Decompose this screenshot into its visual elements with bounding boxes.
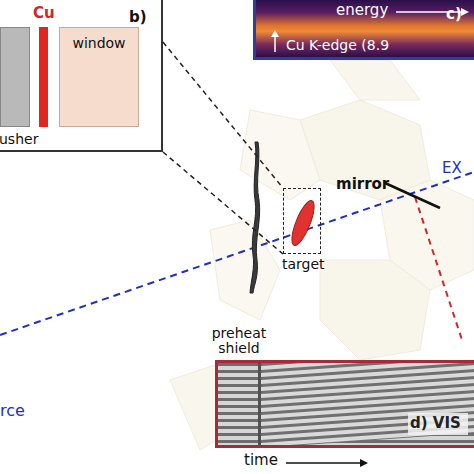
window-layer: window bbox=[59, 27, 139, 127]
visar-fringes bbox=[218, 363, 474, 448]
target-box: target bbox=[283, 188, 321, 254]
time-arrow bbox=[286, 462, 360, 464]
inset-b-frame: b)usherCuwindow bbox=[0, 0, 163, 152]
node-text: usher bbox=[0, 132, 38, 147]
node-text: d) VIS bbox=[410, 415, 461, 432]
node-text: c) bbox=[446, 6, 462, 23]
node-text: target bbox=[282, 257, 325, 272]
node-text: window bbox=[60, 36, 138, 51]
leader-line-stroke bbox=[163, 42, 283, 188]
node-text: Cu bbox=[33, 5, 55, 22]
source-label: rce bbox=[0, 402, 25, 420]
time-arrowhead bbox=[360, 459, 368, 467]
cu-layer: Cu bbox=[39, 27, 48, 127]
inset-d-frame: d) VIS bbox=[215, 360, 474, 448]
node-text: preheat shield bbox=[207, 326, 271, 357]
target-shape bbox=[284, 189, 322, 255]
time-label: time bbox=[244, 452, 278, 469]
xray-label: EX bbox=[442, 160, 462, 177]
mirror-label: mirror bbox=[336, 176, 389, 193]
leader-line bbox=[163, 152, 283, 254]
mirror-line bbox=[385, 183, 440, 208]
preheat-shield: preheat shield bbox=[245, 140, 267, 295]
xray-beam bbox=[0, 172, 474, 335]
leader-line-stroke bbox=[163, 152, 283, 254]
shield-shape bbox=[245, 140, 267, 295]
visar-beam bbox=[415, 197, 462, 340]
node-text: energy bbox=[336, 2, 388, 19]
leader-line bbox=[163, 42, 283, 188]
inset-c-frame: c) energy Cu K-edge (8.9 bbox=[253, 0, 474, 60]
node-text: b) bbox=[129, 9, 147, 26]
node-text: Cu K-edge (8.9 bbox=[286, 38, 389, 53]
pusher-layer: usher bbox=[0, 27, 30, 127]
